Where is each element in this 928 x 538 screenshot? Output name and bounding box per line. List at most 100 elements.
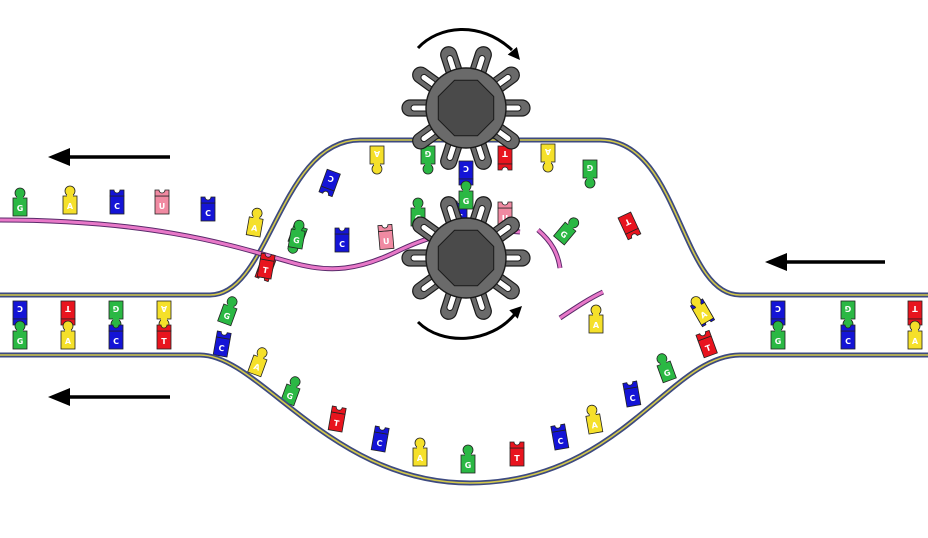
base-letter: C bbox=[339, 240, 345, 249]
bottom-bubble-base: C bbox=[622, 380, 642, 408]
base-letter: G bbox=[775, 337, 782, 346]
nucleotide-layer: C T G A G A C T C G T G C A T G C A G T A G T C G C A G T C A G T C A C G T A bbox=[12, 143, 923, 474]
base-letter: A bbox=[251, 223, 259, 233]
direction-arrows bbox=[48, 148, 885, 406]
rna-base: G bbox=[12, 187, 28, 217]
right-bottom-base: C bbox=[840, 324, 856, 350]
base-letter: A bbox=[160, 304, 167, 313]
bottom-bubble-base: G bbox=[217, 296, 238, 327]
rna-fragment: G bbox=[536, 217, 580, 269]
bottom-bubble-base: A bbox=[412, 437, 428, 467]
rna-base: U bbox=[377, 224, 395, 251]
bottom-bubble-base: C bbox=[370, 425, 390, 453]
base-letter: G bbox=[465, 461, 472, 470]
rna-base: C bbox=[200, 196, 216, 222]
base-letter: T bbox=[514, 454, 520, 463]
bottom-bubble-base: T bbox=[327, 405, 347, 433]
base-letter: T bbox=[502, 149, 508, 158]
base-letter: G bbox=[587, 163, 594, 172]
fragment-base: G bbox=[553, 217, 580, 246]
base-letter: C bbox=[463, 164, 469, 173]
base-letter: G bbox=[463, 197, 470, 206]
base-letter: A bbox=[252, 362, 262, 373]
base-letter: G bbox=[285, 391, 294, 402]
base-letter: T bbox=[65, 304, 71, 313]
base-letter: T bbox=[704, 343, 713, 354]
top-bubble-base: A bbox=[369, 145, 385, 175]
rna-fragment: A bbox=[558, 289, 605, 334]
base-letter: G bbox=[845, 304, 852, 313]
base-letter: G bbox=[558, 229, 569, 240]
base-letter: T bbox=[161, 337, 167, 346]
left-bottom-base: T bbox=[156, 324, 172, 350]
rna-transcript: G A C U C A G C U G C U T G A C G bbox=[0, 160, 605, 334]
left-bottom-base: A bbox=[60, 320, 76, 350]
base-letter: A bbox=[699, 309, 710, 320]
base-letter: C bbox=[327, 173, 336, 184]
base-letter: G bbox=[113, 304, 120, 313]
base-letter: C bbox=[376, 439, 383, 449]
fragment-base: A bbox=[588, 304, 604, 334]
base-letter: C bbox=[218, 344, 225, 354]
rotation-arrow-top bbox=[416, 28, 520, 60]
top-bubble-base: T bbox=[617, 211, 642, 241]
bottom-bubble-base: T bbox=[695, 329, 718, 359]
top-bubble-base: A bbox=[540, 143, 556, 173]
nascent-base: G bbox=[458, 180, 474, 210]
base-letter: G bbox=[292, 235, 300, 245]
base-letter: G bbox=[17, 337, 24, 346]
base-letter: C bbox=[557, 436, 564, 446]
rna-base: A bbox=[245, 207, 264, 238]
bottom-bubble-base: C bbox=[212, 330, 232, 358]
rna-base: G bbox=[287, 219, 306, 250]
lower-enzyme-gear bbox=[401, 196, 531, 320]
base-letter: A bbox=[65, 337, 72, 346]
base-letter: A bbox=[417, 454, 424, 463]
base-letter: C bbox=[205, 209, 211, 218]
direction-arrow bbox=[48, 388, 170, 406]
base-letter: G bbox=[222, 311, 231, 322]
rna-base: T bbox=[256, 252, 276, 280]
rotation-arrow-bottom bbox=[416, 306, 522, 340]
base-letter: C bbox=[113, 337, 119, 346]
base-letter: C bbox=[775, 304, 781, 313]
right-bottom-base: A bbox=[907, 320, 923, 350]
base-letter: G bbox=[663, 368, 672, 379]
base-letter: T bbox=[912, 304, 918, 313]
rna-base: A bbox=[62, 185, 78, 215]
base-letter: G bbox=[17, 204, 24, 213]
base-letter: U bbox=[502, 214, 509, 223]
base-letter: A bbox=[591, 420, 599, 430]
bottom-bubble-base: A bbox=[247, 347, 268, 378]
bottom-bubble-base: A bbox=[690, 296, 715, 326]
bottom-bubble-base: A bbox=[585, 404, 604, 435]
base-letter: U bbox=[383, 237, 390, 247]
direction-arrow bbox=[48, 148, 170, 166]
right-bottom-base: G bbox=[770, 320, 786, 350]
base-letter: T bbox=[262, 266, 269, 276]
base-letter: U bbox=[159, 202, 166, 211]
base-letter: C bbox=[629, 393, 636, 403]
upper-enzyme-gear bbox=[401, 46, 531, 170]
left-top-base: G bbox=[108, 300, 124, 330]
base-letter: T bbox=[333, 419, 340, 429]
rna-base: C bbox=[334, 227, 350, 253]
left-bottom-base: G bbox=[12, 320, 28, 350]
base-letter: T bbox=[623, 217, 632, 228]
bottom-bubble-base: G bbox=[656, 353, 677, 384]
bottom-bubble-base: T bbox=[509, 441, 525, 467]
rna-base: U bbox=[154, 189, 170, 215]
base-letter: G bbox=[425, 149, 432, 158]
base-letter: A bbox=[373, 149, 380, 158]
base-letter: C bbox=[114, 202, 120, 211]
rna-base: C bbox=[109, 189, 125, 215]
bottom-bubble-base: G bbox=[280, 376, 301, 407]
base-letter: A bbox=[912, 337, 919, 346]
direction-arrow bbox=[765, 253, 885, 271]
base-letter: C bbox=[845, 337, 851, 346]
top-bubble-base: G bbox=[420, 145, 436, 175]
left-bottom-base: C bbox=[108, 324, 124, 350]
top-bubble-base: C bbox=[318, 168, 341, 198]
